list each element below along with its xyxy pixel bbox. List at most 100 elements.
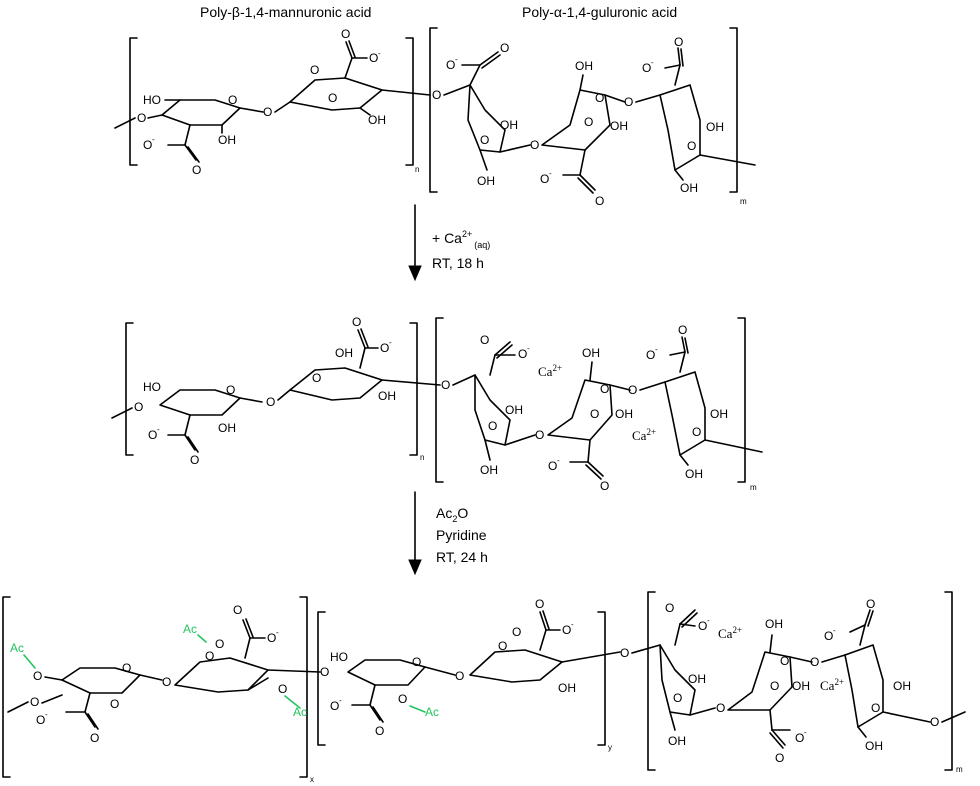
calcium-ion: Ca2+ bbox=[718, 625, 742, 641]
guluronate-ring: O O - OH O OH O bbox=[821, 597, 966, 753]
svg-text:HO: HO bbox=[330, 650, 348, 664]
svg-text:-: - bbox=[707, 616, 710, 625]
svg-text:+ Ca2+(aq): + Ca2+(aq) bbox=[432, 229, 490, 250]
svg-text:OH: OH bbox=[477, 174, 495, 188]
svg-text:O: O bbox=[716, 701, 725, 715]
svg-text:-: - bbox=[157, 425, 160, 434]
subscript-n: n bbox=[420, 453, 424, 462]
guluronate-ring: O O - OH O OH bbox=[635, 35, 756, 195]
guluronate-ring: OH O O OH O O - O bbox=[727, 617, 819, 765]
svg-text:-: - bbox=[527, 344, 530, 353]
svg-text:O: O bbox=[770, 679, 779, 693]
svg-text:O: O bbox=[480, 333, 489, 347]
svg-text:O: O bbox=[687, 139, 696, 153]
guluronate-ring: OH O O OH O O - O bbox=[540, 59, 633, 208]
svg-text:O: O bbox=[540, 172, 549, 186]
bracket-right bbox=[944, 591, 953, 771]
subscript-m: m bbox=[750, 483, 757, 492]
row3-acetylated-alginate: x y m Ac O O O O O O - O bbox=[2, 591, 966, 784]
acetyl-label: Ac bbox=[293, 705, 307, 719]
svg-text:O: O bbox=[795, 731, 804, 745]
subscript-m: m bbox=[956, 765, 963, 774]
svg-text:O: O bbox=[665, 601, 674, 615]
svg-text:O: O bbox=[328, 91, 337, 105]
subscript-x: x bbox=[310, 775, 314, 784]
svg-text:O: O bbox=[498, 639, 507, 653]
bracket-right bbox=[597, 611, 606, 746]
svg-text:-: - bbox=[571, 620, 574, 629]
svg-text:O: O bbox=[330, 699, 339, 713]
svg-text:O: O bbox=[215, 637, 224, 651]
svg-text:O: O bbox=[535, 597, 544, 611]
acetyl-label: Ac bbox=[183, 622, 197, 636]
acetyl-mannuronate-ring: Ac O O O O - O Ac bbox=[174, 603, 321, 719]
svg-text:-: - bbox=[45, 710, 48, 719]
bracket-right bbox=[737, 317, 746, 483]
bracket-left bbox=[317, 611, 326, 746]
svg-text:-: - bbox=[276, 628, 279, 637]
svg-text:O: O bbox=[228, 93, 237, 107]
svg-text:O: O bbox=[480, 133, 489, 147]
mannuronate-ring: O OH O O - OH bbox=[277, 315, 441, 403]
svg-text:OH: OH bbox=[218, 133, 236, 147]
svg-text:O: O bbox=[628, 383, 637, 397]
svg-text:O: O bbox=[824, 629, 833, 643]
svg-text:OH: OH bbox=[610, 119, 628, 133]
acetyl-label: Ac bbox=[10, 641, 24, 655]
svg-text:Pyridine: Pyridine bbox=[436, 527, 487, 543]
svg-text:OH: OH bbox=[218, 421, 236, 435]
svg-text:O: O bbox=[137, 111, 146, 125]
mannuronic-heading: Poly-β-1,4-mannuronic acid bbox=[200, 4, 371, 20]
mannuronate-ring: O O O O - OH bbox=[469, 597, 621, 695]
svg-text:RT, 24 h: RT, 24 h bbox=[436, 549, 488, 565]
bracket-left bbox=[429, 27, 438, 193]
svg-text:O: O bbox=[263, 105, 272, 119]
step2-conditions: Ac2O Pyridine RT, 24 h bbox=[436, 505, 488, 565]
svg-text:O: O bbox=[455, 669, 464, 683]
svg-text:O: O bbox=[143, 138, 152, 152]
svg-text:OH: OH bbox=[480, 463, 498, 477]
svg-text:O: O bbox=[530, 138, 539, 152]
svg-text:O: O bbox=[192, 163, 201, 177]
row1-starting-alginate: n m O HO O OH O O - O bbox=[114, 27, 756, 208]
svg-text:O: O bbox=[369, 51, 378, 65]
svg-text:O: O bbox=[233, 603, 242, 617]
svg-text:OH: OH bbox=[575, 59, 593, 73]
subscript-n: n bbox=[415, 165, 419, 174]
svg-text:-: - bbox=[455, 55, 458, 64]
svg-text:O: O bbox=[412, 655, 421, 669]
svg-text:O: O bbox=[205, 649, 214, 663]
svg-text:O: O bbox=[642, 61, 651, 75]
mannuronate-ring: O O O O - OH bbox=[274, 27, 431, 127]
reaction-arrow-1 bbox=[408, 204, 422, 282]
bracket-left bbox=[435, 317, 444, 483]
svg-text:HO: HO bbox=[143, 93, 161, 107]
svg-text:O: O bbox=[375, 724, 384, 738]
svg-text:O: O bbox=[548, 459, 557, 473]
svg-text:HO: HO bbox=[143, 380, 161, 394]
svg-text:O: O bbox=[600, 382, 609, 396]
svg-text:OH: OH bbox=[688, 672, 706, 686]
bracket-left bbox=[647, 591, 656, 771]
svg-text:O: O bbox=[134, 400, 143, 414]
guluronate-ring: O O O - OH O OH O bbox=[620, 601, 725, 748]
bracket-left bbox=[129, 37, 138, 166]
svg-text:O: O bbox=[500, 41, 509, 55]
svg-text:O: O bbox=[441, 378, 450, 392]
svg-text:O: O bbox=[692, 425, 701, 439]
svg-text:O: O bbox=[278, 682, 287, 696]
svg-text:O: O bbox=[33, 669, 42, 683]
svg-text:O: O bbox=[320, 665, 329, 679]
svg-text:-: - bbox=[651, 58, 654, 67]
svg-text:OH: OH bbox=[893, 679, 911, 693]
bracket-right bbox=[729, 27, 738, 193]
svg-text:O: O bbox=[432, 88, 441, 102]
svg-text:OH: OH bbox=[615, 407, 633, 421]
svg-text:O: O bbox=[310, 63, 319, 77]
svg-text:-: - bbox=[833, 626, 836, 635]
svg-text:O: O bbox=[190, 453, 199, 467]
calcium-ion: Ca2+ bbox=[820, 677, 844, 693]
svg-text:O: O bbox=[341, 27, 350, 41]
svg-text:O: O bbox=[678, 323, 687, 337]
